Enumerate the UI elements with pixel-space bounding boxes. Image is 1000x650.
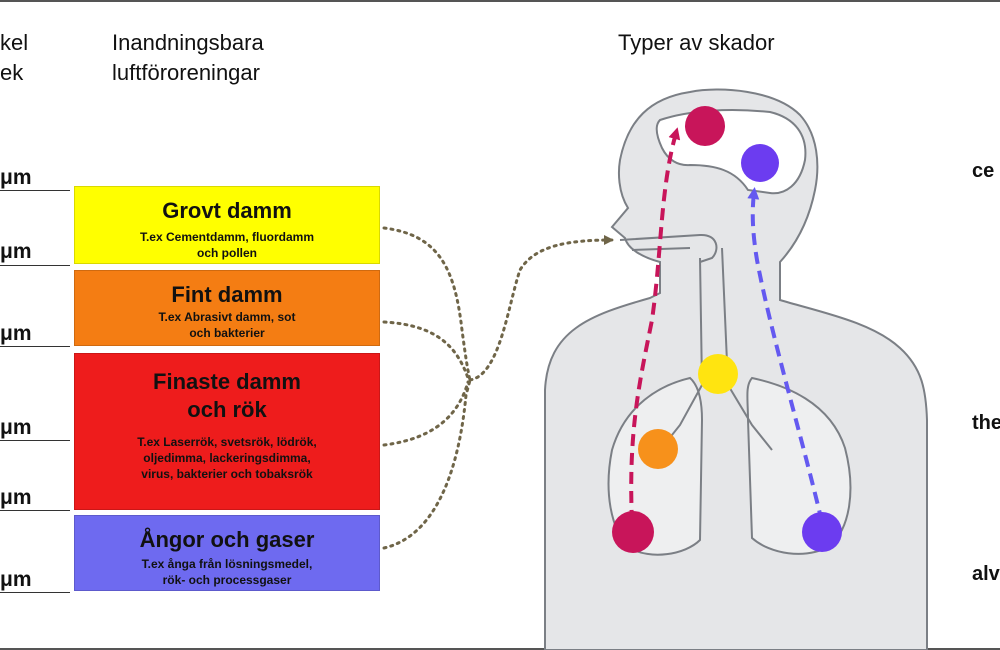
size-label-3: μm: [0, 322, 32, 345]
size-tick-1: [0, 190, 70, 191]
damage-label-2: the: [972, 412, 1000, 434]
category-coarse-dust: Grovt damm T.ex Cementdamm, fluordamm oc…: [74, 186, 380, 264]
category-desc-line: T.ex Abrasivt damm, sot: [158, 310, 296, 324]
connector-coarse: [382, 226, 472, 382]
category-desc-line: T.ex ånga från lösningsmedel,: [141, 557, 313, 571]
dot-alveoli-magenta: [612, 511, 654, 553]
pollutants-header: Inandningsbara luftföroreningar: [112, 30, 264, 85]
category-finest-dust-smoke: Finaste damm och rök T.ex Laserrök, svet…: [74, 353, 380, 510]
connector-fine: [382, 320, 470, 380]
dot-bronchi-orange: [638, 429, 678, 469]
size-tick-6: [0, 592, 70, 593]
size-tick-5: [0, 510, 70, 511]
dot-brain-purple: [741, 144, 779, 182]
category-title-line: och rök: [187, 397, 267, 422]
particle-size-header: kel ek: [0, 30, 29, 85]
size-label-1: μm: [0, 166, 32, 189]
size-tick-3: [0, 346, 70, 347]
connector-to-mouth: [468, 235, 614, 382]
size-label-2: μm: [0, 240, 32, 263]
arrow-purple-path: [747, 187, 824, 523]
category-title: Fint damm: [171, 282, 283, 307]
category-fine-dust: Fint damm T.ex Abrasivt damm, sot och ba…: [74, 270, 380, 346]
size-label-6: μm: [0, 568, 32, 591]
category-vapors-gases: Ångor och gaser T.ex ånga från lösningsm…: [74, 515, 380, 591]
category-desc-line: och bakterier: [189, 326, 265, 340]
upper-airway: [619, 233, 718, 263]
category-title: Ångor och gaser: [139, 527, 315, 552]
connector-finest: [382, 380, 470, 447]
damage-label-1: ce: [972, 160, 995, 182]
dot-alveoli-purple: [802, 512, 842, 552]
size-tick-2: [0, 265, 70, 266]
category-desc-line: T.ex Laserrök, svetsrök, lödrök,: [137, 435, 317, 449]
size-tick-4: [0, 440, 70, 441]
dot-brain-magenta: [685, 106, 725, 146]
category-desc-line: rök- och processgaser: [162, 573, 292, 587]
category-title-line: Finaste damm: [153, 369, 301, 394]
category-desc-line: och pollen: [197, 246, 257, 260]
category-desc-line: oljedimma, lackeringsdimma,: [143, 451, 311, 465]
damage-types-header: Typer av skador: [618, 30, 775, 55]
size-label-4: μm: [0, 416, 32, 439]
category-desc-line: T.ex Cementdamm, fluordamm: [139, 230, 315, 244]
dot-trachea-yellow: [698, 354, 738, 394]
size-label-5: μm: [0, 486, 32, 509]
damage-label-3: alv: [972, 563, 1000, 585]
category-title: Grovt damm: [162, 198, 292, 223]
category-desc-line: virus, bakterier och tobaksrök: [141, 467, 313, 481]
